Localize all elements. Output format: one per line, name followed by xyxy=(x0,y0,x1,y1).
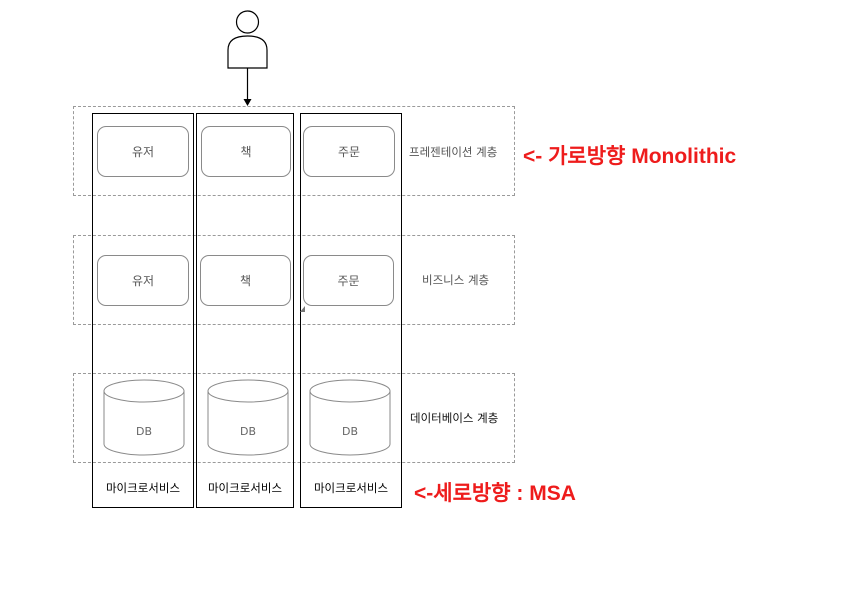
db-label: DB xyxy=(240,425,256,438)
database-layer-label: 데이터베이스 계층 xyxy=(410,411,499,425)
business-layer-label: 비즈니스 계층 xyxy=(422,273,490,287)
database-cylinder-order: DB xyxy=(309,379,391,456)
microservice-label-book: 마이크로서비스 xyxy=(207,481,283,495)
microservice-column-order xyxy=(300,113,402,508)
business-box-order: 주문 xyxy=(303,255,394,306)
presentation-layer xyxy=(73,106,515,196)
business-layer xyxy=(73,235,515,325)
presentation-box-order: 주문 xyxy=(303,126,395,177)
database-layer xyxy=(73,373,515,463)
microservice-column-user xyxy=(92,113,194,508)
microservice-label-user: 마이크로서비스 xyxy=(105,481,181,495)
presentation-box-user: 유저 xyxy=(97,126,189,177)
microservice-column-book xyxy=(196,113,294,508)
database-cylinder-user: DB xyxy=(103,379,185,456)
database-cylinder-book: DB xyxy=(207,379,289,456)
small-arrow-icon xyxy=(300,306,305,312)
vertical-msa-annotation: <-세로방향 : MSA xyxy=(414,482,576,505)
microservice-label-order: 마이크로서비스 xyxy=(313,481,389,495)
horizontal-monolithic-annotation: <- 가로방향 Monolithic xyxy=(523,145,737,168)
presentation-layer-label: 프레젠테이션 계층 xyxy=(409,145,498,159)
presentation-box-book: 책 xyxy=(201,126,291,177)
db-label: DB xyxy=(342,425,358,438)
business-box-book: 책 xyxy=(200,255,291,306)
user-actor-icon xyxy=(227,10,268,106)
business-box-user: 유저 xyxy=(97,255,189,306)
db-label: DB xyxy=(136,425,152,438)
